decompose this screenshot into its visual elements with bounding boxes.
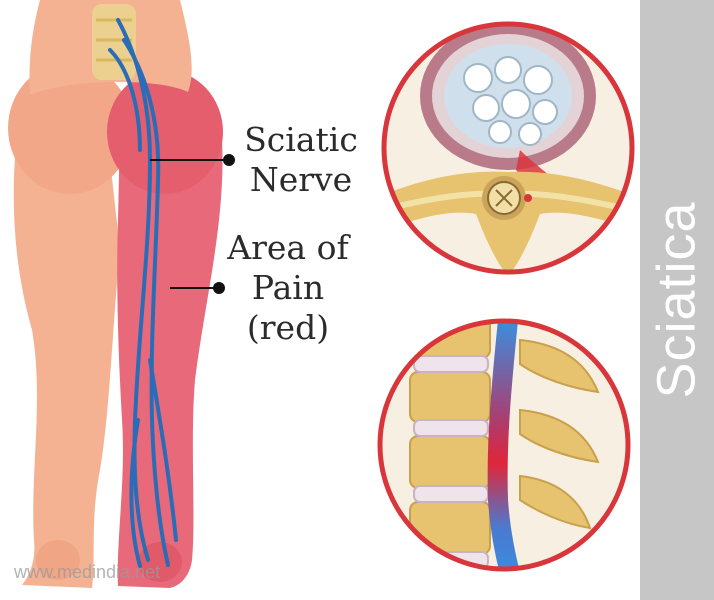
sciatic-nerve-label: Sciatic Nerve — [236, 120, 366, 200]
side-title: Sciatica — [640, 0, 714, 600]
sciatic-nerve-label-text: Sciatic Nerve — [244, 120, 358, 199]
area-of-pain-label: Area of Pain (red) — [218, 228, 358, 348]
nerve-pointer-dot — [223, 154, 235, 166]
watermark: www.medindia.net — [14, 562, 160, 583]
vertebra-cross-section — [380, 22, 640, 276]
area-of-pain-label-text: Area of Pain (red) — [227, 228, 348, 347]
spine-side-view — [380, 318, 628, 580]
right-buttock — [107, 70, 223, 194]
body-back-view — [8, 0, 223, 588]
side-title-text: Sciatica — [646, 201, 708, 398]
